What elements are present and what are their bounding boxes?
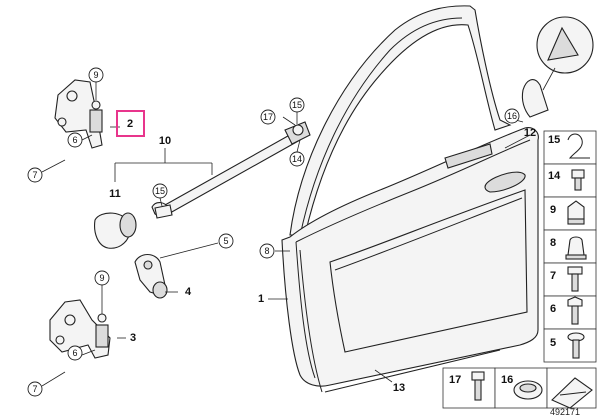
mirror-triangle bbox=[521, 16, 594, 118]
nut-15-mid bbox=[154, 197, 173, 219]
upper-hinge bbox=[54, 79, 103, 149]
svg-text:5: 5 bbox=[223, 236, 228, 246]
svg-text:15: 15 bbox=[155, 186, 165, 196]
label-hinge-upper[interactable]: 2 bbox=[127, 118, 133, 130]
highlight-box bbox=[116, 110, 145, 137]
torx-screw-icon bbox=[567, 266, 583, 292]
side-item-7[interactable]: 7 bbox=[550, 270, 556, 282]
label-check-bracket[interactable]: 4 bbox=[185, 286, 192, 298]
side-item-15[interactable]: 15 bbox=[548, 134, 560, 146]
arrow-icon bbox=[551, 377, 593, 409]
nut-icon bbox=[567, 200, 585, 225]
door-check-rod bbox=[151, 121, 311, 217]
bolt-icon bbox=[571, 169, 585, 191]
svg-text:15: 15 bbox=[292, 100, 302, 110]
callout-9-upper[interactable]: 9 bbox=[88, 67, 104, 83]
side-item-8[interactable]: 8 bbox=[550, 237, 556, 249]
svg-text:7: 7 bbox=[32, 170, 37, 180]
svg-text:9: 9 bbox=[93, 70, 98, 80]
callout-9-lower[interactable]: 9 bbox=[94, 270, 110, 286]
svg-text:6: 6 bbox=[72, 135, 77, 145]
door-frame bbox=[281, 5, 539, 387]
bottom-item-16[interactable]: 16 bbox=[501, 374, 513, 386]
stopper bbox=[94, 212, 137, 249]
svg-text:8: 8 bbox=[264, 246, 269, 256]
bottom-panel: 17 16 bbox=[442, 367, 597, 409]
svg-text:9: 9 bbox=[99, 273, 104, 283]
side-item-9[interactable]: 9 bbox=[550, 204, 556, 216]
plug-icon bbox=[513, 380, 543, 400]
svg-text:16: 16 bbox=[507, 111, 517, 121]
callout-6-upper[interactable]: 6 bbox=[67, 132, 83, 148]
label-door-check[interactable]: 10 bbox=[159, 135, 171, 147]
callout-17[interactable]: 17 bbox=[260, 109, 276, 125]
callout-7-lower[interactable]: 7 bbox=[27, 381, 43, 397]
side-item-6[interactable]: 6 bbox=[550, 303, 556, 315]
callout-14[interactable]: 14 bbox=[289, 151, 305, 167]
label-stopper[interactable]: 11 bbox=[109, 188, 121, 200]
screw-icon bbox=[567, 332, 585, 359]
callout-15-upper[interactable]: 15 bbox=[289, 97, 305, 113]
callout-16[interactable]: 16 bbox=[504, 108, 520, 124]
svg-text:14: 14 bbox=[292, 154, 302, 164]
side-panel: 15 14 9 8 7 6 5 bbox=[543, 130, 597, 363]
clip-icon bbox=[567, 133, 590, 159]
svg-text:6: 6 bbox=[72, 348, 77, 358]
svg-text:7: 7 bbox=[32, 384, 37, 394]
callout-8[interactable]: 8 bbox=[259, 243, 275, 259]
callout-6-lower[interactable]: 6 bbox=[67, 345, 83, 361]
bottom-item-17[interactable]: 17 bbox=[449, 374, 461, 386]
side-item-14[interactable]: 14 bbox=[548, 170, 561, 182]
label-seal[interactable]: 13 bbox=[393, 382, 405, 394]
svg-text:17: 17 bbox=[263, 112, 273, 122]
seal-strip bbox=[299, 249, 501, 393]
hex-screw-icon bbox=[567, 296, 583, 325]
lower-hinge bbox=[49, 285, 111, 359]
label-mirror-triangle[interactable]: 12 bbox=[524, 127, 536, 139]
bolt-icon bbox=[471, 371, 485, 401]
callout-7-upper[interactable]: 7 bbox=[27, 167, 43, 183]
side-item-5[interactable]: 5 bbox=[550, 337, 556, 349]
diagram-id: 492171 bbox=[550, 407, 580, 417]
label-hinge-lower[interactable]: 3 bbox=[130, 332, 136, 344]
callout-5[interactable]: 5 bbox=[218, 233, 234, 249]
label-door[interactable]: 1 bbox=[258, 293, 264, 305]
callout-15-mid[interactable]: 15 bbox=[152, 183, 168, 199]
check-arm-bracket bbox=[134, 242, 219, 299]
cap-icon bbox=[565, 236, 587, 260]
